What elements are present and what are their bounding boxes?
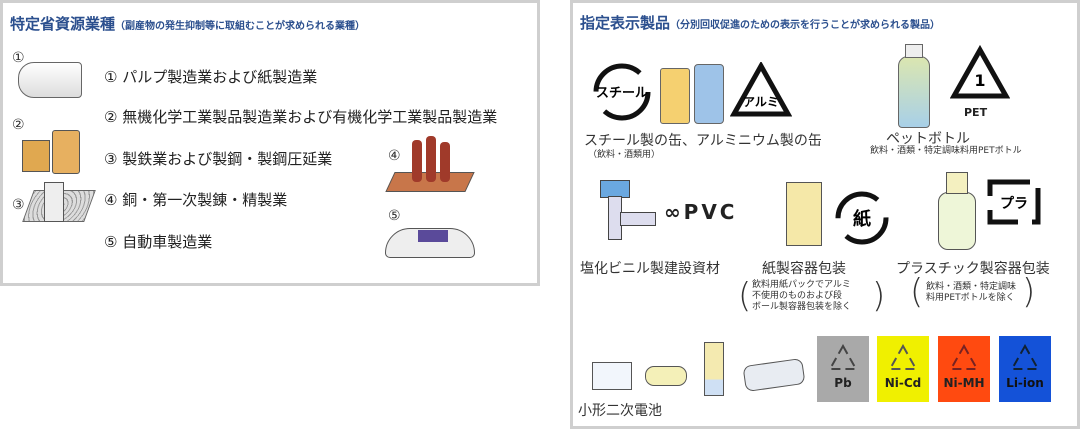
paper-note: 飲料用紙パックでアルミ不使用のものおよび段ボール製容器包装を除く bbox=[752, 280, 851, 313]
pvc-pipe-branch bbox=[620, 212, 656, 226]
battery-liion-badge: Li-ion bbox=[999, 336, 1051, 402]
battery-type: Ni-MH bbox=[943, 376, 985, 390]
pet-mark-text: PET bbox=[964, 106, 988, 119]
copper-pipe bbox=[412, 140, 422, 182]
aluminum-can-illustration bbox=[694, 64, 724, 124]
paper-roll-illustration bbox=[18, 62, 82, 98]
battery-nimh-badge: Ni-MH bbox=[938, 336, 990, 402]
industry-item: ③ 製鉄業および製鋼・製鋼圧延業 bbox=[104, 150, 333, 168]
copper-pipe bbox=[440, 142, 450, 182]
products-title: 指定表示製品（分別回収促進のための表示を行うことが求められる製品） bbox=[580, 12, 940, 33]
industry-item: ④ 銅・第一次製錬・精製業 bbox=[104, 191, 288, 209]
pvc-mark: ∞PVC bbox=[664, 200, 738, 224]
battery-pb-badge: Pb bbox=[817, 336, 869, 402]
plastic-label: プラスチック製容器包装 bbox=[896, 261, 1050, 277]
note-line: ボール製容器包装を除く bbox=[752, 302, 852, 312]
marker-1: ① bbox=[12, 50, 25, 66]
battery-label: 小形二次電池 bbox=[578, 403, 662, 419]
paren: ) bbox=[1022, 272, 1036, 312]
plastic-note: 飲料・酒類・特定調味料用PETボトルを除く bbox=[926, 282, 1016, 304]
car-window bbox=[418, 230, 448, 242]
pump-bottle-illustration bbox=[938, 192, 976, 250]
title-main: 指定表示製品 bbox=[580, 14, 671, 32]
copper-pipe bbox=[426, 136, 436, 182]
industries-title: 特定省資源業種（副産物の発生抑制等に取組むことが求められる業種） bbox=[10, 13, 365, 34]
cans-label: スチール製の缶、アルミニウム製の缶 bbox=[584, 133, 822, 149]
recycle-icon bbox=[828, 344, 858, 370]
alu-mark-text: アルミ bbox=[743, 95, 779, 109]
steel-mark-text: スチール bbox=[596, 86, 648, 101]
note-line: 不使用のものおよび段 bbox=[752, 291, 843, 301]
recycle-icon bbox=[1010, 344, 1040, 370]
title-sub: （分別回収促進のための表示を行うことが求められる製品） bbox=[670, 20, 941, 31]
battery-type: Li-ion bbox=[1006, 376, 1044, 390]
chemical-containers-illustration bbox=[22, 140, 50, 172]
battery-type: Ni-Cd bbox=[884, 376, 922, 390]
marker-3: ③ bbox=[12, 197, 25, 213]
aluminum-recycle-mark-icon: アルミ bbox=[730, 62, 792, 117]
industry-item: ① パルプ製造業および紙製造業 bbox=[104, 68, 318, 86]
pvc-label: 塩化ビニル製建設資材 bbox=[580, 261, 720, 277]
steel-plate-illustration bbox=[44, 182, 64, 222]
cylinder-battery-illustration bbox=[645, 366, 687, 386]
marker-2: ② bbox=[12, 117, 25, 133]
pet-bottle-illustration bbox=[898, 56, 930, 128]
pet-number: 1 bbox=[974, 71, 985, 90]
paren: ( bbox=[738, 276, 752, 316]
steel-recycle-mark-icon: スチール bbox=[593, 63, 651, 121]
paren: ( bbox=[910, 272, 924, 312]
pet-recycle-mark-icon: 1 bbox=[950, 44, 1010, 99]
aa-battery-illustration bbox=[704, 342, 724, 396]
battery-nicd-badge: Ni-Cd bbox=[877, 336, 929, 402]
industry-item: ② 無機化学工業製品製造業および有機化学工業製品製造業 bbox=[104, 108, 498, 126]
paper-carton-illustration bbox=[786, 182, 822, 246]
note-line: 飲料用紙パックでアルミ bbox=[752, 280, 851, 290]
title-main: 特定省資源業種 bbox=[10, 15, 116, 33]
pump-head bbox=[946, 172, 968, 194]
cans-note: （飲料・酒類用） bbox=[588, 150, 661, 160]
industry-item: ⑤ 自動車製造業 bbox=[104, 233, 213, 251]
chemical-can-illustration bbox=[52, 130, 80, 174]
paper-mark-text: 紙 bbox=[853, 208, 871, 230]
pla-mark-text: プラ bbox=[1000, 196, 1028, 212]
plastic-recycle-mark-icon: プラ bbox=[987, 179, 1041, 225]
pet-bottle-cap bbox=[905, 44, 923, 58]
note-line: 飲料・酒類・特定調味 bbox=[926, 282, 1017, 292]
recycle-icon bbox=[949, 344, 979, 370]
steel-can-illustration bbox=[660, 68, 690, 124]
paren: ) bbox=[872, 276, 886, 316]
title-sub: （副産物の発生抑制等に取組むことが求められる業種） bbox=[115, 21, 366, 32]
marker-4: ④ bbox=[388, 148, 401, 164]
marker-5: ⑤ bbox=[388, 208, 401, 224]
note-line: 料用PETボトルを除く bbox=[926, 293, 1015, 303]
battery-pack-illustration bbox=[592, 362, 632, 390]
pet-label: ペットボトル bbox=[886, 131, 970, 147]
recycle-icon bbox=[888, 344, 918, 370]
paper-recycle-mark-icon: 紙 bbox=[835, 191, 889, 245]
pet-note: 飲料・酒類・特定調味料用PETボトル bbox=[870, 146, 1022, 156]
battery-type: Pb bbox=[834, 376, 852, 390]
paper-label: 紙製容器包装 bbox=[762, 261, 846, 277]
